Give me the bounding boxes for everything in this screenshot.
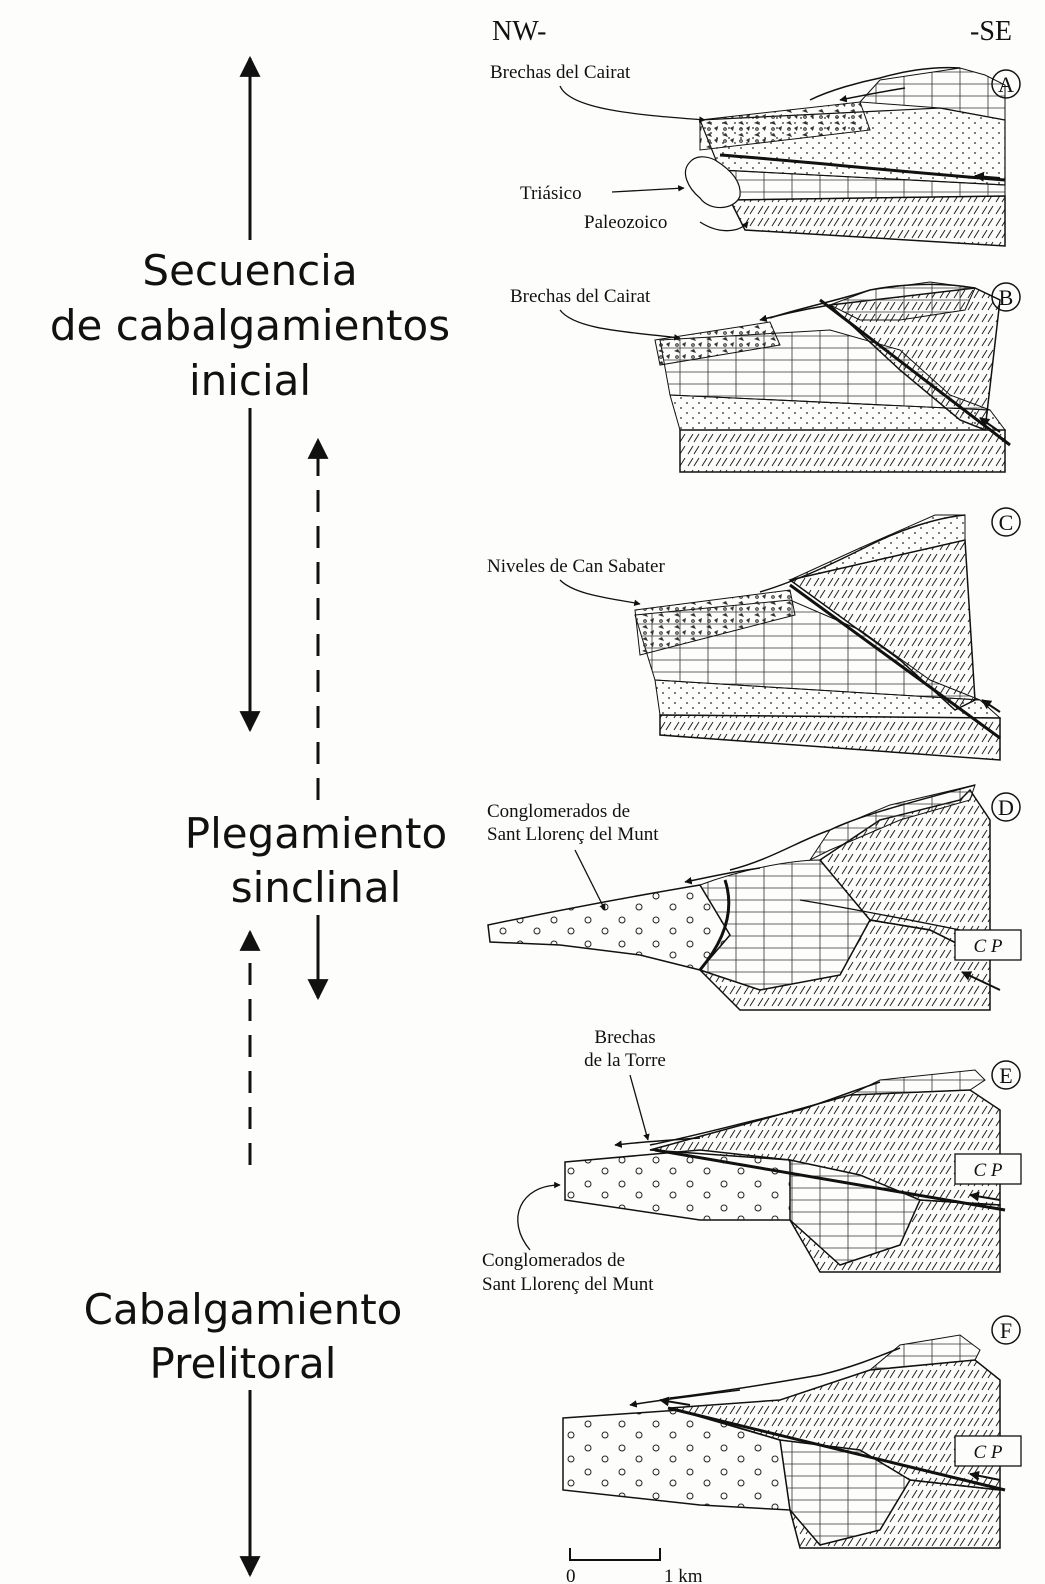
panel-c-leader-niveles (560, 580, 640, 604)
panel-e-fault-label: C P (973, 1160, 1002, 1181)
scale-label-zero: 0 (566, 1566, 576, 1584)
phase3-line2: Prelitoral (150, 1339, 337, 1388)
panel-c-letter: C (999, 510, 1014, 535)
phase2-line1: Plegamiento (185, 809, 447, 858)
panel-b-paleozoic-lower (680, 430, 1005, 472)
panel-d-fault-label: C P (973, 936, 1002, 957)
scale-label-one-km: 1 km (664, 1566, 703, 1584)
phase1-line2: de cabalgamientos (50, 301, 450, 350)
panel-e-leader-conglomerados (518, 1185, 560, 1250)
panel-a-leader-triasico (612, 188, 684, 192)
panel-d: D C P Conglomerados de Sant Llorenç del … (487, 785, 1021, 1010)
panel-a-leader-paleozoico (700, 222, 748, 231)
panel-a-letter: A (998, 72, 1014, 97)
panel-a-label-paleozoico: Paleozoico (584, 212, 667, 233)
panel-f: F C P (563, 1316, 1021, 1548)
panel-b-label-brechas: Brechas del Cairat (510, 286, 651, 307)
panel-e: E C P Brechas de la Torre Conglomerados … (482, 1027, 1021, 1295)
panel-d-conglomerate (488, 885, 730, 970)
panel-d-label-conglomerados-2: Sant Llorenç del Munt (487, 824, 659, 845)
panel-d-letter: D (998, 795, 1014, 820)
phase1-line3: inicial (189, 356, 311, 405)
panel-c-paleozoic-lower (660, 715, 1000, 760)
panel-f-sediment-arrow (630, 1390, 740, 1405)
panel-a: A Brechas del Cairat Triásico Paleozoico (490, 62, 1020, 246)
scale-bar-line (570, 1548, 660, 1560)
phase1-line1: Secuencia (142, 246, 357, 295)
panel-e-letter: E (999, 1063, 1012, 1088)
panel-b: B Brechas del Cairat (510, 282, 1020, 472)
panel-f-fault-label: C P (973, 1442, 1002, 1463)
panel-f-letter: F (1000, 1318, 1012, 1343)
panel-d-label-conglomerados-1: Conglomerados de (487, 801, 630, 822)
panel-a-leader-brechas (560, 86, 705, 120)
panel-a-label-triasico: Triásico (520, 183, 582, 204)
panel-e-label-conglomerados-1: Conglomerados de (482, 1250, 625, 1271)
panel-a-paleozoic (730, 196, 1005, 246)
panel-e-label-brechas-2: de la Torre (584, 1050, 666, 1071)
panel-e-leader-brechas (630, 1075, 648, 1140)
panel-f-slip-arrow-nw (660, 1400, 690, 1405)
panel-b-letter: B (999, 285, 1014, 310)
panel-b-sediment-arrow (760, 305, 830, 320)
orientation-nw: NW- (492, 16, 546, 47)
panel-c: C Niveles de Can Sabater (487, 508, 1020, 760)
panel-e-conglomerate (565, 1150, 790, 1220)
panel-e-label-conglomerados-2: Sant Llorenç del Munt (482, 1274, 654, 1295)
scale-bar: 0 1 km (566, 1548, 703, 1584)
panel-b-leader-brechas (560, 310, 680, 338)
orientation-se: -SE (970, 16, 1012, 47)
panel-e-label-brechas-1: Brechas (594, 1027, 655, 1048)
panel-c-label-niveles: Niveles de Can Sabater (487, 556, 665, 577)
phase3-line1: Cabalgamiento (84, 1285, 403, 1334)
panel-d-leader-conglomerados (575, 850, 605, 910)
panel-a-label-brechas: Brechas del Cairat (490, 62, 631, 83)
phase2-line2: sinclinal (231, 863, 402, 912)
